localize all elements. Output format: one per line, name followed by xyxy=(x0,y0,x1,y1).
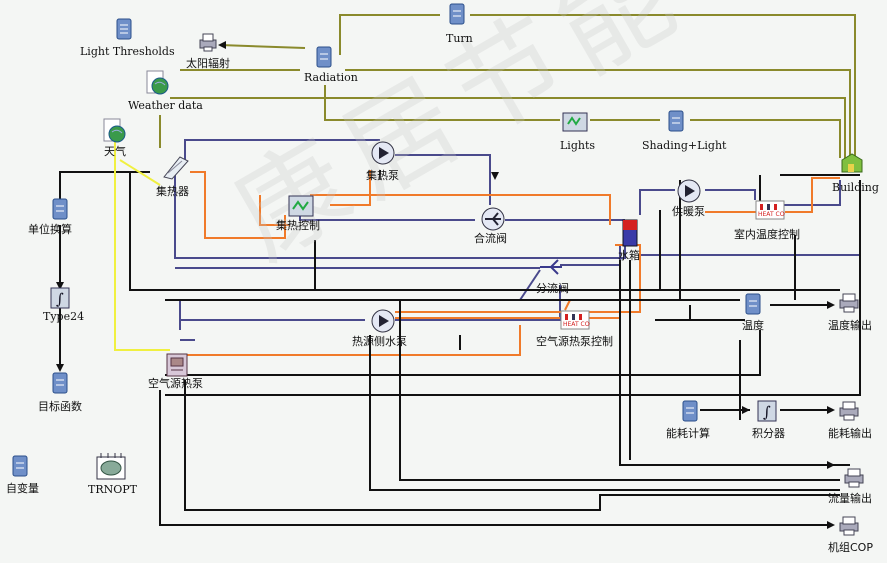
trnopt-label: TRNOPT xyxy=(88,483,138,496)
document-icon[interactable] xyxy=(745,293,761,315)
integrator-label: 积分器 xyxy=(752,427,785,440)
document-icon[interactable] xyxy=(52,372,68,394)
printer-icon[interactable] xyxy=(838,292,860,314)
ashp-label: 空气源热泵 xyxy=(148,377,203,390)
radiation-links xyxy=(159,14,856,160)
radiation-label: Radiation xyxy=(304,71,358,84)
independent-variable-label: 自变量 xyxy=(6,482,39,495)
printer-icon[interactable] xyxy=(843,467,865,489)
weather-links xyxy=(114,140,170,351)
energy-calc-label: 能耗计算 xyxy=(666,427,710,440)
pump-icon[interactable] xyxy=(370,140,396,166)
indoor-temp-control-label: 室内温度控制 xyxy=(734,228,800,241)
collector-control-label: 集热控制 xyxy=(276,219,320,232)
pump-icon[interactable] xyxy=(370,308,396,334)
ashp-control-label: 空气源热泵控制 xyxy=(536,335,613,348)
collector-pump-label: 集热泵 xyxy=(366,169,399,182)
solar-collector-icon[interactable] xyxy=(162,155,190,181)
printer-icon[interactable] xyxy=(838,515,860,537)
heating-pump-label: 供暖泵 xyxy=(672,205,705,218)
mixing-valve-label: 合流阀 xyxy=(474,232,507,245)
energy-output-label: 能耗输出 xyxy=(828,427,872,440)
building-icon[interactable] xyxy=(838,150,866,176)
signal-links xyxy=(59,170,861,526)
temperature-output-label: 温度输出 xyxy=(828,319,872,332)
controller-icon[interactable] xyxy=(562,112,588,132)
optimizer-icon[interactable] xyxy=(96,452,126,480)
globe-icon[interactable] xyxy=(146,70,170,96)
controller-icon[interactable]: HEAT COOL xyxy=(560,310,590,330)
valve-icon[interactable] xyxy=(538,256,564,278)
radiation-icon[interactable] xyxy=(316,46,332,68)
light-thresholds-label: Light Thresholds xyxy=(80,45,175,58)
heat-pump-icon[interactable] xyxy=(165,352,189,378)
heat-source-pump-label: 热源侧水泵 xyxy=(352,335,407,348)
building-label: Building xyxy=(832,181,879,194)
document-icon[interactable] xyxy=(682,400,698,422)
shading-light-icon[interactable] xyxy=(668,110,684,132)
turn-label: Turn xyxy=(446,32,473,45)
weather-data-label: Weather data xyxy=(128,99,203,112)
integral-icon[interactable]: ∫ xyxy=(50,287,70,309)
type24-label: Type24 xyxy=(43,310,85,323)
objective-function-label: 目标函数 xyxy=(38,400,82,413)
collector-label: 集热器 xyxy=(156,185,189,198)
svg-text:HEAT COOL: HEAT COOL xyxy=(563,321,590,328)
solar-radiation-label: 太阳辐射 xyxy=(186,57,230,70)
controller-icon[interactable]: HEAT COOL xyxy=(755,200,785,220)
printer-icon[interactable] xyxy=(198,32,218,52)
water-tank-label: 水箱 xyxy=(618,249,640,262)
unit-cop-label: 机组COP xyxy=(828,541,873,554)
weather-label: 天气 xyxy=(104,145,126,158)
lights-label: Lights xyxy=(560,139,596,152)
svg-text:∫: ∫ xyxy=(56,290,64,308)
globe-icon[interactable] xyxy=(103,118,127,144)
valve-icon[interactable] xyxy=(480,206,506,232)
hot-water-links xyxy=(180,170,840,356)
pump-icon[interactable] xyxy=(676,178,702,204)
integral-icon[interactable]: ∫ xyxy=(757,400,777,422)
temperature-label: 温度 xyxy=(742,319,764,332)
shading-light-label: Shading+Light xyxy=(642,139,727,152)
document-icon[interactable] xyxy=(52,198,68,220)
light-thresholds-icon[interactable] xyxy=(116,18,132,40)
turn-icon[interactable] xyxy=(449,3,465,25)
diverter-valve-label: 分流阀 xyxy=(536,282,569,295)
printer-icon[interactable] xyxy=(838,400,860,422)
document-icon[interactable] xyxy=(12,455,28,477)
svg-text:HEAT COOL: HEAT COOL xyxy=(758,211,785,218)
unit-conversion-label: 单位换算 xyxy=(28,223,72,236)
controller-icon[interactable] xyxy=(288,195,314,217)
tank-icon[interactable] xyxy=(620,218,640,248)
flow-output-label: 流量输出 xyxy=(828,492,872,505)
svg-text:∫: ∫ xyxy=(763,403,771,421)
